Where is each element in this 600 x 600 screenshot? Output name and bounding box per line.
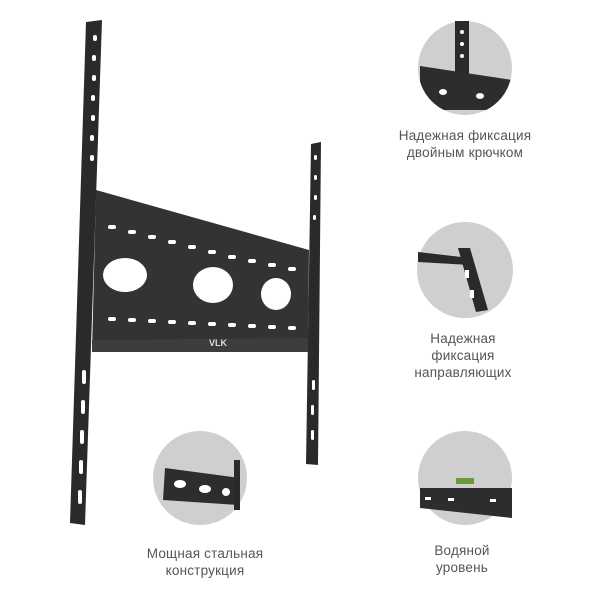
- caption-line: конструкция: [165, 563, 245, 578]
- caption-line: уровень: [435, 560, 489, 575]
- right-rail-holes: [311, 155, 317, 440]
- guide-lock-detail-icon: [417, 222, 513, 318]
- caption-line: направляющих: [414, 365, 512, 380]
- feature-caption-double-hook: Надежная фиксация двойным крючком: [365, 127, 565, 161]
- feature-caption-steel-construction: Мощная стальная конструкция: [105, 545, 305, 579]
- plate-mounting-holes: [103, 225, 296, 330]
- caption-line: фиксация: [431, 348, 495, 363]
- feature-caption-guide-lock: Надежная фиксация направляющих: [363, 330, 563, 381]
- brand-logo: VLK: [209, 338, 227, 348]
- caption-line: двойным крючком: [406, 145, 524, 160]
- caption-line: Надежная фиксация: [398, 128, 532, 143]
- steel-construction-detail-icon: [153, 431, 247, 525]
- feature-caption-bubble-level: Водяной уровень: [362, 542, 562, 576]
- caption-line: Надежная: [430, 331, 496, 346]
- double-hook-detail-icon: [418, 21, 512, 115]
- left-vertical-rail: [70, 20, 102, 525]
- left-rail-holes: [78, 35, 97, 504]
- caption-line: Водяной: [434, 543, 490, 558]
- caption-line: Мощная стальная: [146, 546, 264, 561]
- right-vertical-rail: [306, 142, 321, 465]
- bubble-level-detail-icon: [418, 431, 512, 525]
